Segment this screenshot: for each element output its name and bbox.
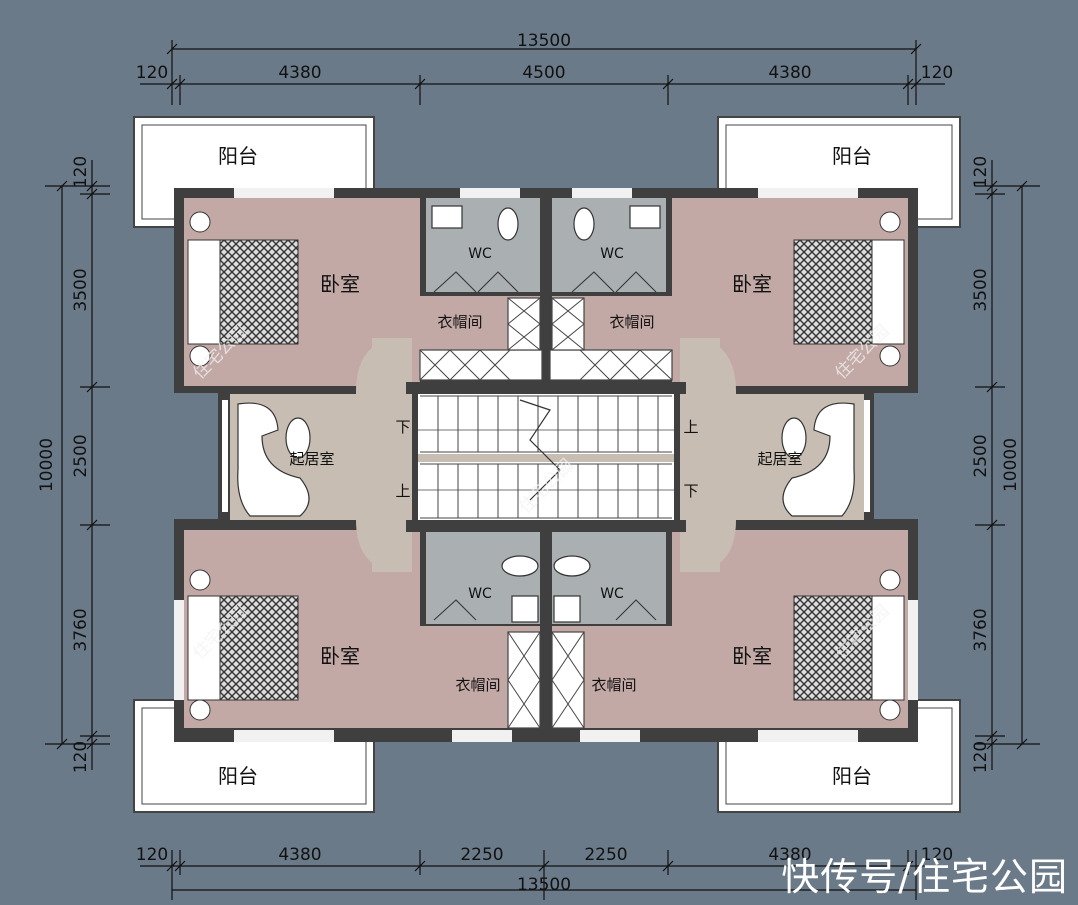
dim-left-seg-1: 120 [71, 156, 91, 188]
dim-bottom-seg-5: 4380 [768, 845, 811, 865]
dim-right-total: 10000 [1001, 438, 1021, 492]
dim-right-seg-2: 3500 [971, 268, 991, 311]
stair-down-left: 下 [395, 418, 410, 436]
balcony-label-bottom-left: 阳台 [218, 764, 258, 788]
dim-right-seg-4: 3760 [971, 608, 991, 651]
dim-bottom-seg-3: 2250 [460, 845, 503, 865]
stair-up-left: 上 [395, 482, 410, 500]
dim-bottom-seg-1: 120 [136, 845, 168, 865]
balcony-label-top-left: 阳台 [218, 144, 258, 168]
dim-left-total: 10000 [37, 438, 57, 492]
stair-up-right: 上 [683, 418, 698, 436]
dimension-lines-left [45, 160, 110, 770]
dim-bottom-seg-6: 120 [921, 845, 953, 865]
bedroom-label-top-left: 卧室 [320, 272, 360, 296]
wc-label-bottom-right: WC [600, 586, 624, 602]
bedroom-label-top-right: 卧室 [732, 272, 772, 296]
dim-top-seg-4: 4380 [768, 63, 811, 83]
dim-bottom-total: 13500 [517, 875, 571, 895]
dimension-lines-right [975, 160, 1040, 770]
closet-label-bottom-left: 衣帽间 [455, 676, 500, 694]
balcony-label-bottom-right: 阳台 [832, 764, 872, 788]
dim-top-seg-1: 120 [136, 63, 168, 83]
dim-bottom-seg-2: 4380 [278, 845, 321, 865]
wc-label-top-right: WC [600, 246, 624, 262]
living-label-left: 起居室 [289, 450, 334, 468]
closet-label-top-right: 衣帽间 [609, 313, 654, 331]
bedroom-label-bottom-left: 卧室 [320, 644, 360, 668]
dim-top-seg-2: 4380 [278, 63, 321, 83]
dim-left-seg-5: 120 [71, 741, 91, 773]
closet-label-top-left: 衣帽间 [437, 313, 482, 331]
wc-doors [433, 271, 657, 621]
living-label-right: 起居室 [757, 450, 802, 468]
dim-top-total: 13500 [517, 31, 571, 51]
brand-watermark: 快传号/住宅公园 [781, 855, 1068, 899]
dim-left-seg-2: 3500 [71, 268, 91, 311]
dim-top-seg-3: 4500 [522, 63, 565, 83]
closet-cabinet-marks [419, 297, 673, 729]
living-furniture [237, 402, 855, 517]
closet-cabinets [419, 297, 673, 729]
dim-right-seg-5: 120 [971, 741, 991, 773]
dim-bottom-seg-4: 2250 [584, 845, 627, 865]
stair-down-right: 下 [683, 482, 698, 500]
dim-left-seg-3: 2500 [71, 434, 91, 477]
closet-label-bottom-right: 衣帽间 [591, 676, 636, 694]
dim-right-seg-3: 2500 [971, 434, 991, 477]
dim-top-seg-5: 120 [921, 63, 953, 83]
dimension-lines-top [140, 40, 945, 105]
wc-label-top-left: WC [468, 246, 492, 262]
wc-fixtures [431, 205, 661, 623]
bedroom-label-bottom-right: 卧室 [732, 644, 772, 668]
balcony-label-top-right: 阳台 [832, 144, 872, 168]
bed-icons [187, 211, 905, 721]
dim-left-seg-4: 3760 [71, 608, 91, 651]
dimension-lines-bottom [140, 850, 945, 900]
wc-label-bottom-left: WC [468, 586, 492, 602]
dim-right-seg-1: 120 [971, 156, 991, 188]
